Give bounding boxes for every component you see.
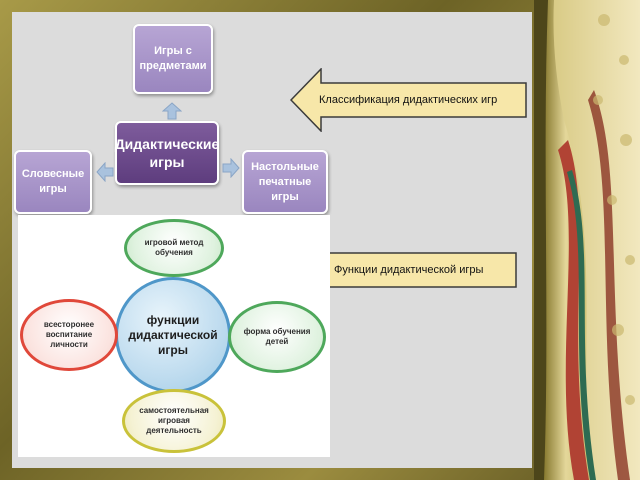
- arrow-left-icon: [96, 162, 114, 182]
- function-top-label: игровой метод обучения: [144, 238, 204, 257]
- function-bottom-circle: самостоятельная игровая деятельность: [122, 389, 226, 453]
- function-center-circle: функции дидактической игры: [115, 277, 231, 393]
- function-right-label: форма обучения детей: [243, 327, 311, 346]
- function-center-label: функции дидактической игры: [128, 312, 218, 357]
- game-type-top-box: Игры с предметами: [133, 24, 213, 94]
- game-type-top-label: Игры с предметами: [139, 45, 207, 72]
- decorative-side-panel: [534, 0, 640, 480]
- arrow-right-icon: [222, 158, 240, 178]
- function-left-circle: всесторонее воспитание личности: [20, 299, 118, 371]
- didactic-games-center-label: Дидактические игры: [114, 136, 220, 170]
- game-type-left-label: Словесные игры: [21, 168, 85, 195]
- game-type-left-box: Словесные игры: [14, 150, 92, 214]
- arrow-up-icon: [162, 102, 182, 120]
- functions-diagram-panel: функции дидактической игры игровой метод…: [18, 215, 330, 457]
- game-type-right-label: Настольные печатные игры: [251, 160, 319, 203]
- didactic-games-center-box: Дидактические игры: [115, 121, 219, 185]
- function-top-circle: игровой метод обучения: [124, 219, 224, 277]
- function-bottom-label: самостоятельная игровая деятельность: [139, 406, 209, 435]
- function-right-circle: форма обучения детей: [228, 301, 326, 373]
- function-left-label: всесторонее воспитание личности: [43, 320, 95, 349]
- game-type-right-box: Настольные печатные игры: [242, 150, 328, 214]
- classification-callout-text: Классификация дидактических игр: [319, 94, 498, 106]
- classification-callout-arrow: [290, 68, 527, 132]
- functions-callout-text: Функции дидактической игры: [334, 264, 484, 276]
- decorative-pattern-icon: [534, 0, 640, 480]
